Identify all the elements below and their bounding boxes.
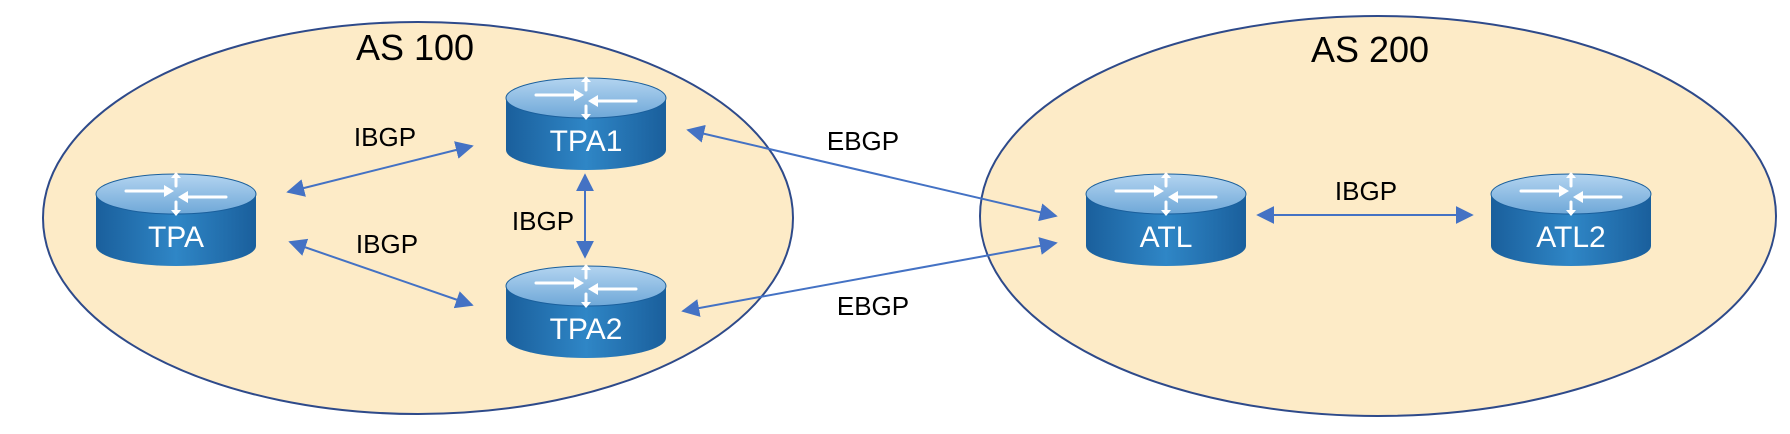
router-label: TPA xyxy=(148,221,204,254)
router-label: TPA2 xyxy=(550,313,623,346)
as-100-label: AS 100 xyxy=(356,27,474,68)
link-label-atl-atl2: IBGP xyxy=(1335,176,1397,206)
router-tpa1[interactable]: TPA1 xyxy=(504,74,668,172)
link-label-tpa-tpa2: IBGP xyxy=(356,229,418,259)
router-atl2[interactable]: ATL2 xyxy=(1489,170,1653,268)
router-label: ATL xyxy=(1140,221,1193,254)
link-tpa-tpa1 xyxy=(286,141,474,197)
router-tpa2[interactable]: TPA2 xyxy=(504,262,668,360)
link-tpa2-atl xyxy=(681,237,1058,317)
as-200-label: AS 200 xyxy=(1311,29,1429,70)
link-label-tpa2-atl: EBGP xyxy=(837,291,909,321)
router-tpa[interactable]: TPA xyxy=(94,170,258,268)
router-atl[interactable]: ATL xyxy=(1084,170,1248,268)
link-label-tpa1-atl: EBGP xyxy=(827,126,899,156)
router-label: TPA1 xyxy=(550,125,623,158)
link-label-tpa-tpa1: IBGP xyxy=(354,122,416,152)
link-tpa1-atl xyxy=(686,124,1058,222)
router-label: ATL2 xyxy=(1536,221,1605,254)
link-label-tpa1-tpa2: IBGP xyxy=(512,206,574,236)
link-tpa-tpa2 xyxy=(288,238,474,309)
